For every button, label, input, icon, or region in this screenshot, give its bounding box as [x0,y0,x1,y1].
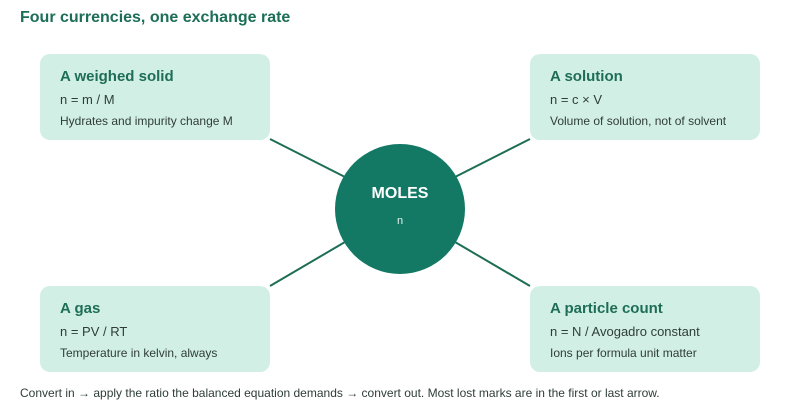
connector-gas [269,241,346,287]
card-title: A solution [550,68,623,85]
card-gas: A gas n = PV / RT Temperature in kelvin,… [40,286,270,372]
connector-solid [269,138,346,178]
moles-hub: MOLES n [335,144,465,274]
card-formula: n = c × V [550,92,603,107]
card-formula: n = PV / RT [60,324,128,339]
card-formula: n = m / M [60,92,115,107]
card-title: A particle count [550,300,663,317]
card-note: Volume of solution, not of solvent [550,114,727,128]
card-formula: n = N / Avogadro constant [550,324,700,339]
connector-particles [454,241,531,287]
card-solution: A solution n = c × V Volume of solution,… [530,54,760,140]
connector-solution [454,138,531,178]
card-particle-count: A particle count n = N / Avogadro consta… [530,286,760,372]
card-title: A weighed solid [60,68,174,85]
card-note: Ions per formula unit matter [550,346,697,360]
hub-label: MOLES [371,185,429,202]
card-note: Hydrates and impurity change M [60,114,233,128]
footer-note: Convert in → apply the ratio the balance… [20,386,660,400]
card-weighed-solid: A weighed solid n = m / M Hydrates and i… [40,54,270,140]
card-note: Temperature in kelvin, always [60,346,218,360]
diagram-title: Four currencies, one exchange rate [20,9,291,26]
hub-symbol: n [396,215,404,227]
card-title: A gas [60,300,101,317]
